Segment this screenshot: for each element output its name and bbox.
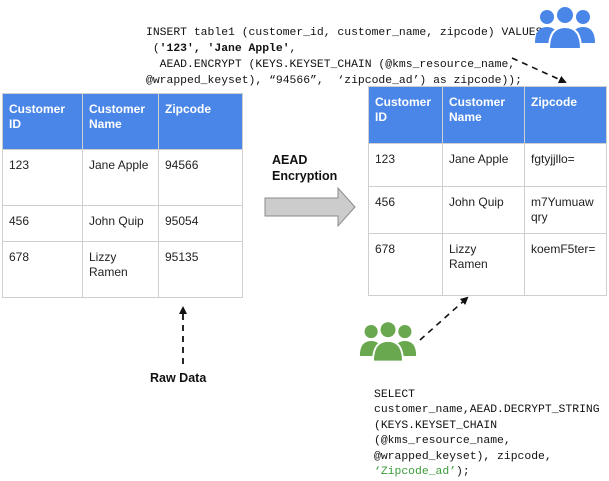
select-line-2: customer_name,AEAD.DECRYPT_STRING xyxy=(374,404,600,416)
cell: 456 xyxy=(368,186,443,234)
encrypted-data-table: Customer ID Customer Name Zipcode 123 Ja… xyxy=(368,86,607,296)
table-header-row: Customer ID Customer Name Zipcode xyxy=(2,93,243,150)
cell: 123 xyxy=(368,143,443,187)
header-zipcode: Zipcode xyxy=(158,93,243,150)
select-sql-code: SELECT customer_name,AEAD.DECRYPT_STRING… xyxy=(374,388,600,479)
header-customer-name: Customer Name xyxy=(82,93,159,150)
cell: 678 xyxy=(368,233,443,296)
select-line-1: SELECT xyxy=(374,388,416,401)
header-customer-name: Customer Name xyxy=(442,86,525,144)
cell: m7Yumuawqry xyxy=(524,186,607,234)
raw-data-table: Customer ID Customer Name Zipcode 123 Ja… xyxy=(2,93,243,298)
insert-sql-code: INSERT table1 (customer_id, customer_nam… xyxy=(146,27,543,87)
cell: John Quip xyxy=(82,205,159,242)
cell: 678 xyxy=(2,241,83,298)
cell: 95135 xyxy=(158,241,243,298)
users-group-icon xyxy=(535,5,595,49)
cell: koemF5ter= xyxy=(524,233,607,296)
table-row: 678 Lizzy Ramen 95135 xyxy=(2,241,243,298)
select-line-3: (KEYS.KEYSET_CHAIN xyxy=(374,419,498,432)
table-row: 456 John Quip 95054 xyxy=(2,205,243,242)
insert-line-4: @wrapped_keyset), “94566”, ‘zipcode_ad’)… xyxy=(146,75,522,87)
insert-line-1: INSERT table1 (customer_id, customer_nam… xyxy=(146,27,543,39)
select-line-5: @wrapped_keyset), zipcode, xyxy=(374,450,552,463)
cell: 456 xyxy=(2,205,83,242)
cell: Lizzy Ramen xyxy=(82,241,159,298)
cell: fgtyjjllo= xyxy=(524,143,607,187)
select-to-table-arrow xyxy=(419,296,469,341)
cell: Lizzy Ramen xyxy=(442,233,525,296)
insert-values-bold: '123', 'Jane Apple' xyxy=(159,43,290,55)
table-header-row: Customer ID Customer Name Zipcode xyxy=(368,86,607,144)
encryption-arrow xyxy=(264,186,356,228)
raw-data-label: Raw Data xyxy=(150,371,207,385)
insert-line-3: AEAD.ENCRYPT (KEYS.KEYSET_CHAIN (@kms_re… xyxy=(146,59,516,71)
diagram-connectors xyxy=(179,57,567,364)
header-zipcode: Zipcode xyxy=(524,86,607,144)
select-ad-string: ‘Zipcode_ad’ xyxy=(374,466,457,478)
table-row: 123 Jane Apple 94566 xyxy=(2,149,243,206)
cell: 95054 xyxy=(158,205,243,242)
cell: 123 xyxy=(2,149,83,206)
header-customer-id: Customer ID xyxy=(368,86,443,144)
select-line-4: (@kms_resource_name, xyxy=(374,435,511,447)
cell: 94566 xyxy=(158,149,243,206)
users-group-icon xyxy=(359,320,417,362)
aead-encryption-label: AEAD Encryption xyxy=(272,153,338,183)
insert-to-table-arrow xyxy=(511,57,567,84)
table-row: 678 Lizzy Ramen koemF5ter= xyxy=(368,233,607,296)
